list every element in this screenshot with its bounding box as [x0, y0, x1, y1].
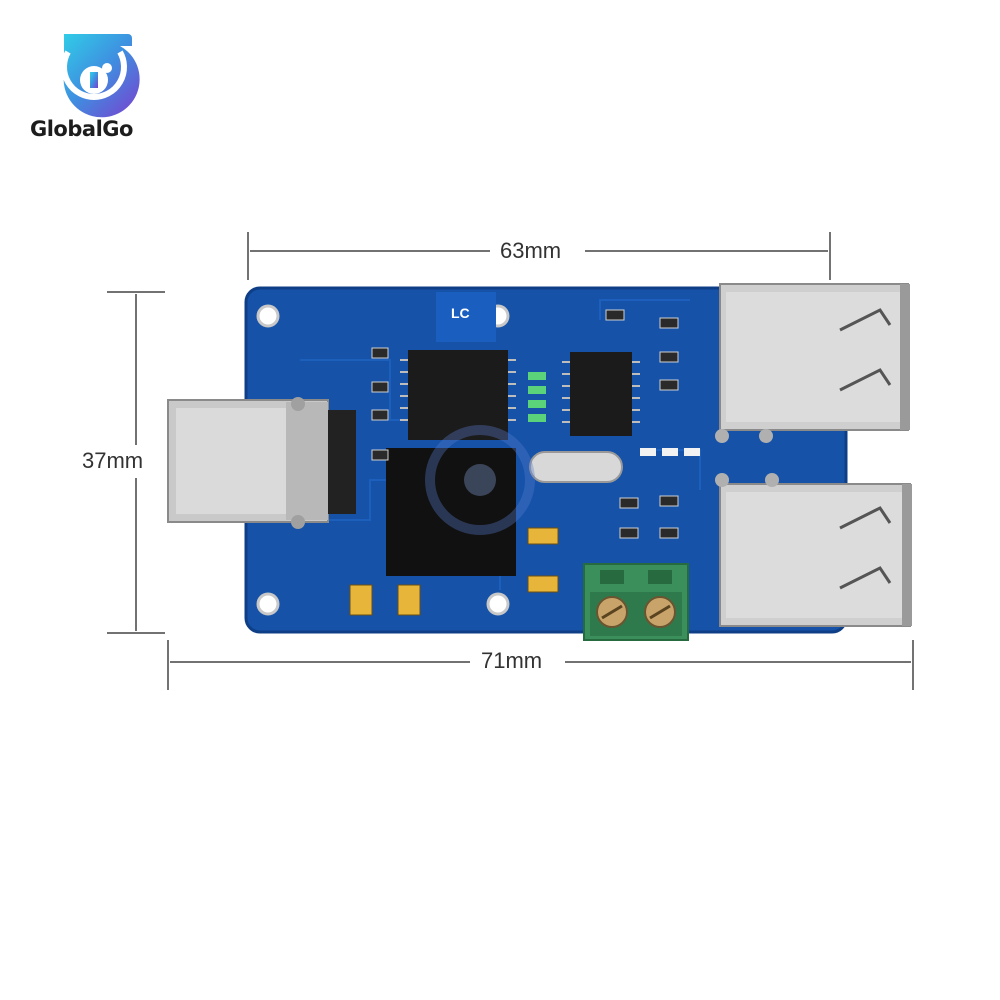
pcb: LC — [244, 286, 848, 634]
usb-a-connector-top — [715, 283, 910, 443]
crystal-oscillator — [529, 451, 623, 483]
screw-terminal-block — [583, 563, 689, 641]
silkscreen-label: LC — [451, 305, 470, 321]
watermark-logo-icon — [425, 425, 535, 535]
controller-chip-left — [408, 350, 508, 440]
usb-a-connector-bottom — [715, 473, 912, 627]
dimension-width-board-label: 63mm — [494, 238, 568, 264]
globalgo-logo-icon — [58, 34, 140, 118]
dimension-lines — [107, 232, 914, 690]
isolator-module — [386, 448, 516, 576]
dimension-height-label: 37mm — [76, 448, 150, 474]
controller-chip-right — [570, 352, 632, 436]
dimension-width-total-label: 71mm — [475, 648, 549, 674]
brand-name: GlobalGo — [30, 117, 133, 141]
usb-b-connector — [167, 397, 356, 529]
